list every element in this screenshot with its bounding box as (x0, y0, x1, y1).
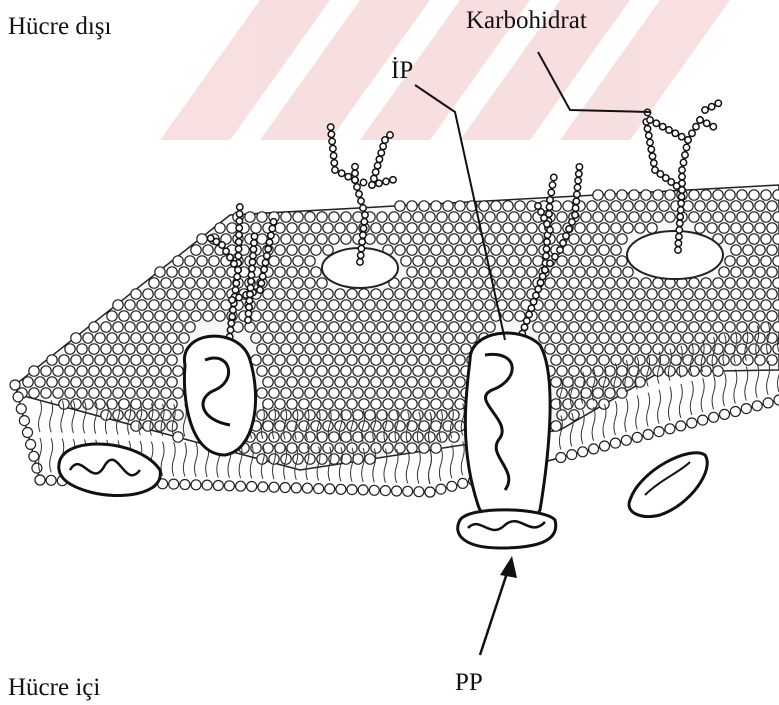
carbohydrate-label: Karbohidrat (466, 8, 587, 33)
peripheral-protein-center (458, 510, 556, 548)
integral-protein-center (465, 333, 550, 524)
integral-protein-label: İP (391, 58, 413, 83)
peripheral-protein-label: PP (455, 670, 483, 695)
peripheral-protein-right (629, 453, 707, 517)
peripheral-protein-arrow (480, 556, 517, 655)
glycoprotein-right-pocket (627, 231, 723, 279)
peripheral-protein-left (59, 444, 161, 496)
intracellular-label: Hücre içi (8, 675, 100, 700)
extracellular-label: Hücre dışı (8, 14, 111, 39)
